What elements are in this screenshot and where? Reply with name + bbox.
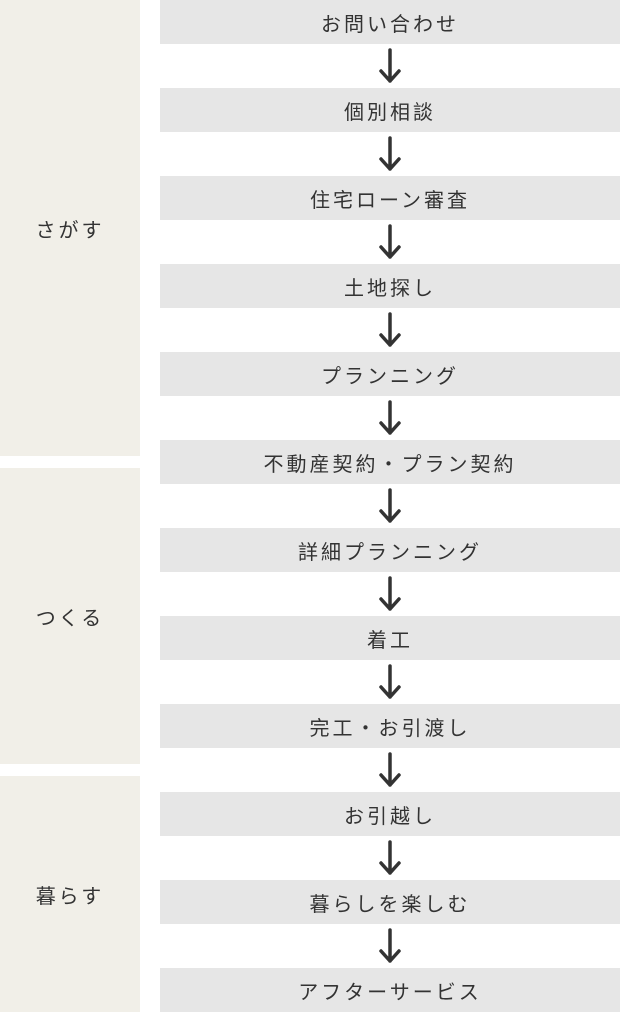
step-label: アフターサービス [298,979,482,1004]
phase-label: さがす [35,217,105,242]
phase-label: 暮らす [35,883,105,908]
step-label: 個別相談 [344,99,436,124]
step-moving: お引越し [160,792,620,836]
step-label: 着工 [367,627,413,652]
step-planning: プランニング [160,352,620,396]
arrow-down-icon [379,136,401,171]
step-enjoy-living: 暮らしを楽しむ [160,880,620,924]
step-after-service: アフターサービス [160,968,620,1012]
step-label: 不動産契約・プラン契約 [263,451,517,476]
step-consultation: 個別相談 [160,88,620,132]
arrow-down-icon [379,224,401,259]
step-contract: 不動産契約・プラン契約 [160,440,620,484]
phase-live: 暮らす [0,776,140,1012]
step-construction-start: 着工 [160,616,620,660]
arrow-down-icon [379,488,401,523]
arrow-down-icon [379,576,401,611]
arrow-down-icon [379,928,401,963]
phase-build: つくる [0,468,140,764]
step-label: 暮らしを楽しむ [309,891,471,916]
step-detailed-planning: 詳細プランニング [160,528,620,572]
phase-search: さがす [0,0,140,456]
step-label: 住宅ローン審査 [310,187,470,212]
step-label: 土地探し [344,275,436,300]
step-land-search: 土地探し [160,264,620,308]
step-loan-review: 住宅ローン審査 [160,176,620,220]
phase-label: つくる [35,605,105,630]
step-inquiry: お問い合わせ [160,0,620,44]
arrow-down-icon [379,312,401,347]
step-completion-handover: 完工・お引渡し [160,704,620,748]
step-label: 完工・お引渡し [309,715,471,740]
arrow-down-icon [379,840,401,875]
step-label: お引越し [344,803,436,828]
step-label: 詳細プランニング [298,539,482,564]
arrow-down-icon [379,664,401,699]
arrow-down-icon [379,400,401,435]
arrow-down-icon [379,752,401,787]
step-label: プランニング [321,363,459,388]
step-label: お問い合わせ [321,11,459,36]
arrow-down-icon [379,48,401,83]
